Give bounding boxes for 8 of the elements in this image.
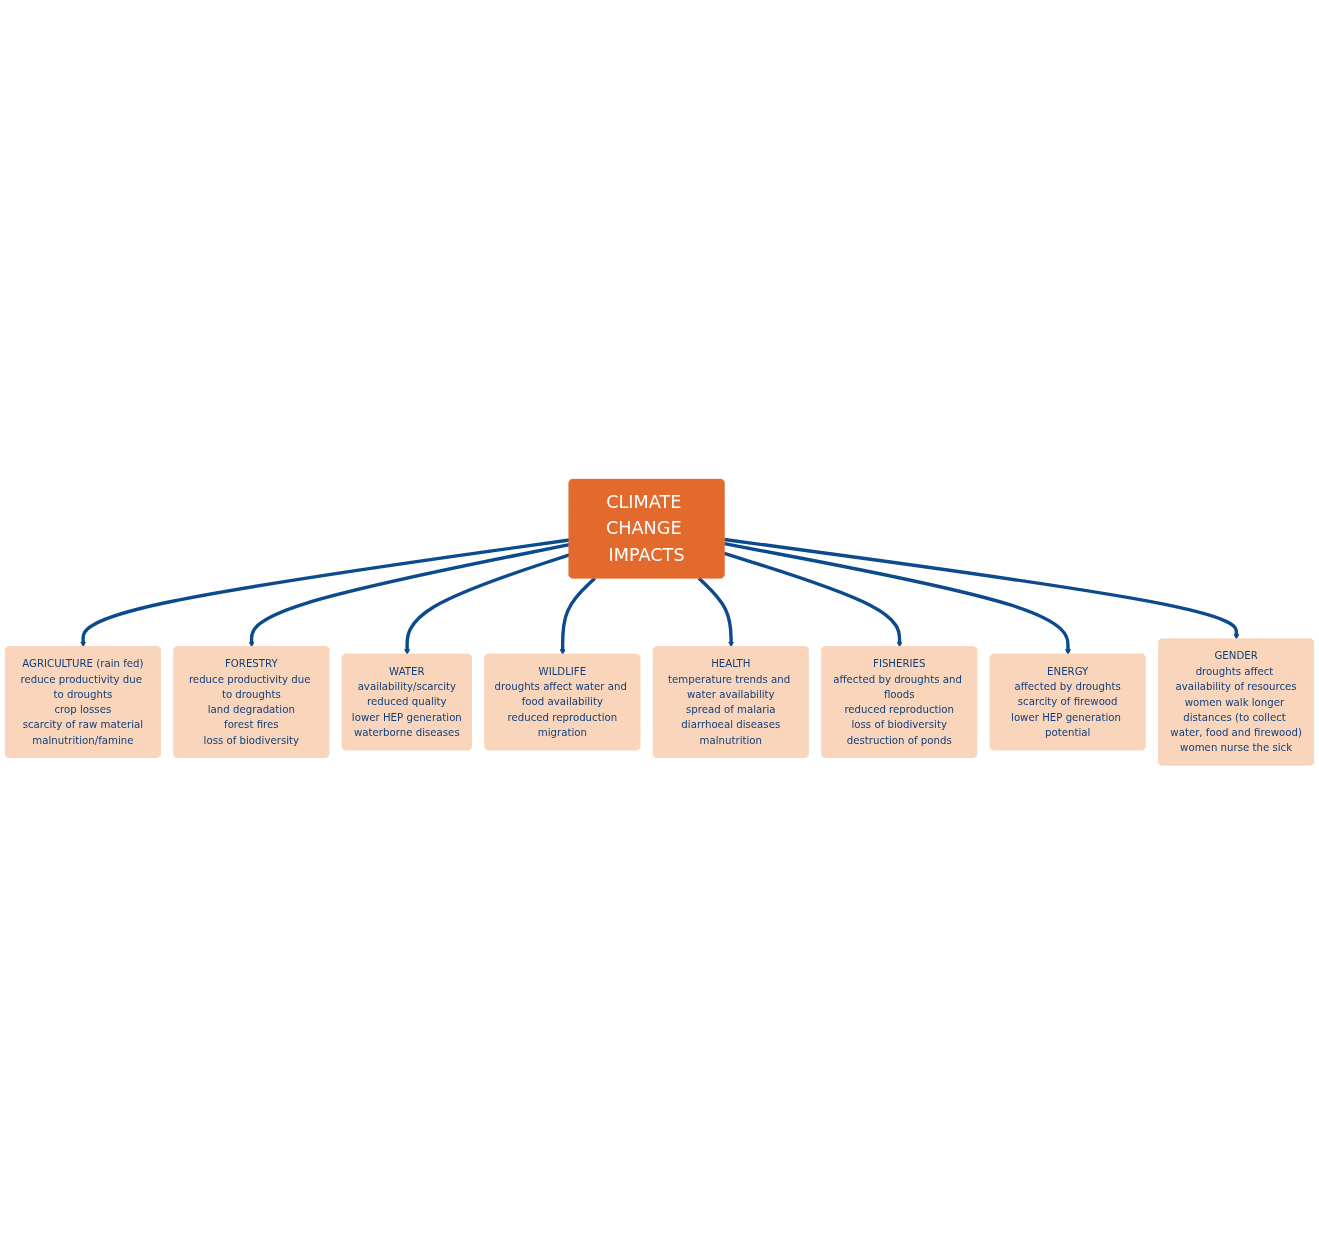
arrow: [723, 552, 903, 648]
arrow: [724, 542, 1071, 656]
arrow: [724, 538, 1240, 640]
arrow: [80, 538, 570, 648]
arrow: [697, 577, 735, 648]
arrow: [559, 577, 597, 656]
arrow: [248, 543, 570, 648]
arrow: [404, 553, 571, 656]
